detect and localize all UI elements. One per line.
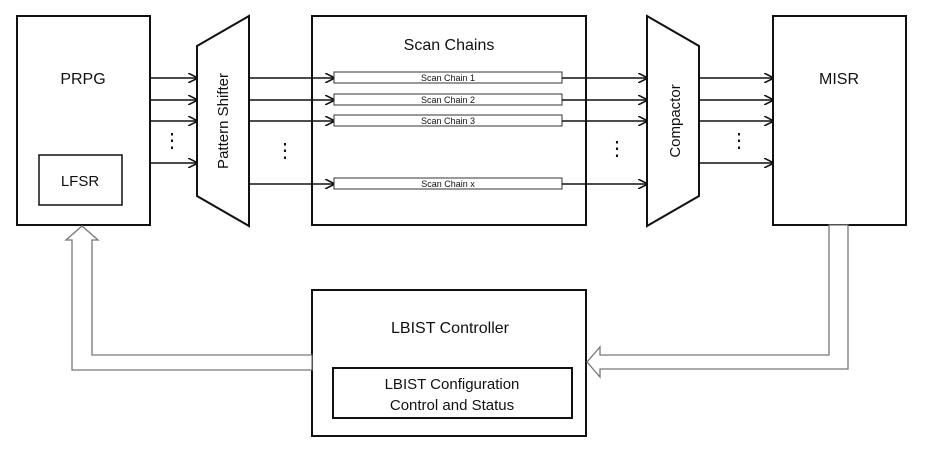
- lfsr-block: [38, 154, 123, 206]
- hollow-arrow-controller-to-prpg: [64, 225, 313, 371]
- lfsr-label: LFSR: [61, 173, 100, 190]
- misr-block: [772, 15, 907, 226]
- config-line-1: LBIST Configuration: [385, 376, 520, 393]
- config-status-block: [332, 367, 573, 419]
- scan-chain-2-label: Scan Chain 2: [421, 95, 475, 105]
- scan-chain-1-label: Scan Chain 1: [421, 73, 475, 83]
- pattern-shifter-label: Pattern Shifter: [215, 73, 232, 169]
- scan-chain-x-label: Scan Chain x: [421, 179, 475, 189]
- compactor-label: Compactor: [667, 84, 684, 157]
- scan-chains-title: Scan Chains: [404, 37, 495, 54]
- ellipsis-shifter: ⋮: [275, 140, 295, 162]
- config-line-2: Control and Status: [390, 397, 514, 414]
- misr-label: MISR: [819, 71, 859, 88]
- prpg-label: PRPG: [60, 71, 105, 88]
- ellipsis-misr: ⋮: [729, 130, 749, 152]
- compactor-block: [646, 14, 700, 228]
- hollow-arrow-misr-to-controller: [586, 224, 849, 379]
- ellipsis-prpg: ⋮: [162, 130, 182, 152]
- scan-chain-3-label: Scan Chain 3: [421, 116, 475, 126]
- pattern-shifter-block: [196, 14, 250, 228]
- ellipsis-compactor-in: ⋮: [607, 138, 627, 160]
- lbist-controller-label: LBIST Controller: [391, 320, 510, 337]
